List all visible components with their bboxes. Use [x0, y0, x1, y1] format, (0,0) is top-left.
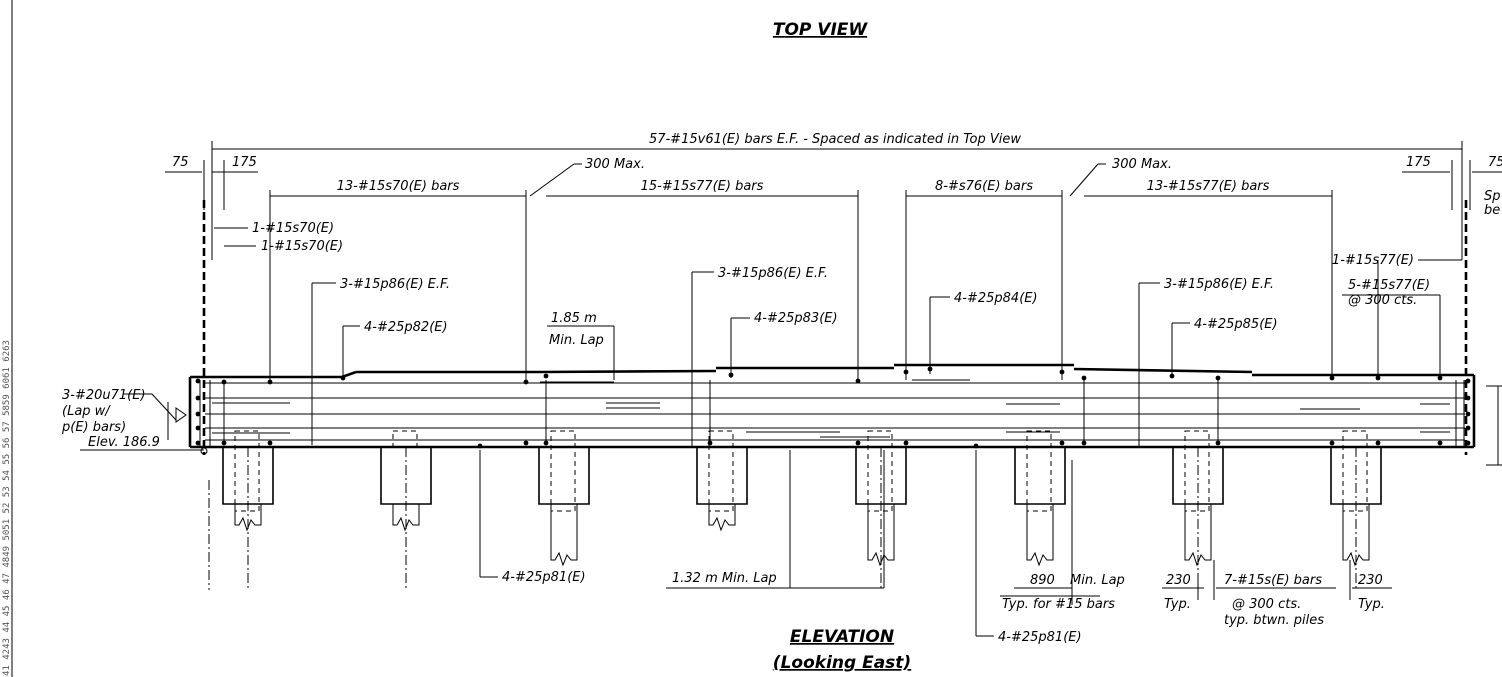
vertical-bar-callouts: [311, 271, 1190, 448]
dim-75-left: 75: [172, 155, 189, 170]
p86-label-b: 3-#15p86(E) E.F.: [718, 266, 828, 281]
p83-label: 4-#25p83(E): [754, 311, 838, 326]
s70-single-a: 1-#15s70(E): [252, 221, 334, 236]
cts-300-right: @ 300 cts.: [1348, 293, 1417, 308]
bottom-dimensions: [479, 450, 1392, 637]
pile: [1330, 430, 1382, 590]
u71-callout: [124, 200, 1502, 466]
pile: [208, 430, 274, 590]
cts-300-bottom: @ 300 cts.: [1232, 597, 1301, 612]
u71-label: 3-#20u71(E): [62, 388, 146, 403]
dim-230-right: 230: [1358, 573, 1383, 588]
rebar-dots: [195, 366, 1471, 449]
p81-label-a: 4-#25p81(E): [502, 570, 586, 585]
p81-label-b: 4-#25p81(E): [998, 630, 1082, 645]
s76-group-label: 8-#s76(E) bars: [935, 179, 1033, 194]
piles: [208, 430, 1382, 590]
u71-bars-label: p(E) bars): [61, 420, 126, 435]
stirrup-group-dimensions: [269, 163, 1441, 380]
elevation-marker: [200, 447, 208, 455]
right-note-sp: Sp: [1484, 189, 1501, 204]
max-300-right: 300 Max.: [1112, 157, 1172, 172]
p86-label-c: 3-#15p86(E) E.F.: [1164, 277, 1274, 292]
right-note-be: be: [1484, 203, 1500, 218]
u71-lap-label: (Lap w/: [62, 404, 111, 419]
top-view-title: TOP VIEW: [773, 20, 869, 40]
dim-175-right: 175: [1406, 155, 1431, 170]
max-300-left: 300 Max.: [585, 157, 645, 172]
s77-five: 5-#15s77(E): [1348, 278, 1430, 293]
dim-75-right: 75: [1488, 155, 1502, 170]
p86-label-a: 3-#15p86(E) E.F.: [340, 277, 450, 292]
dim-175-left: 175: [232, 155, 257, 170]
lap-890-typ: Typ. for #15 bars: [1002, 597, 1115, 612]
typ-right: Typ.: [1358, 597, 1385, 612]
pile: [696, 430, 748, 532]
lap-splice-bars: [212, 379, 1450, 438]
dim-230-left: 230: [1166, 573, 1191, 588]
pile: [1172, 430, 1224, 590]
pier-cap: [188, 363, 1476, 449]
lap-132-label: 1.32 m Min. Lap: [672, 571, 777, 586]
lap-185-sub: Min. Lap: [549, 333, 604, 348]
stirrup-lines: [223, 380, 1219, 445]
lap-890-value: 890: [1030, 573, 1055, 588]
lap-890-min: Min. Lap: [1070, 573, 1125, 588]
elevation-title: ELEVATION: [790, 627, 894, 647]
p85-label: 4-#25p85(E): [1194, 317, 1278, 332]
s77-group-label-a: 15-#15s77(E) bars: [641, 179, 764, 194]
margin-index-numbers: 41 4243 44 45 46 47 4849 5051 52 53 54 5…: [2, 340, 12, 676]
s70-single-b: 1-#15s70(E): [261, 239, 343, 254]
elevation-subtitle: (Looking East): [773, 653, 911, 673]
s77-group-label-b: 13-#15s77(E) bars: [1147, 179, 1270, 194]
pile: [855, 430, 907, 590]
pile: [380, 430, 432, 590]
pile: [538, 430, 590, 567]
p84-label: 4-#25p84(E): [954, 291, 1038, 306]
lap-185-label: 1.85 m: [551, 311, 597, 326]
s77-single: 1-#15s77(E): [1332, 253, 1414, 268]
s70-group-label: 13-#15s70(E) bars: [337, 179, 460, 194]
end-stirrup-leaders: [214, 227, 1462, 296]
elevation-label: Elev. 186.9: [88, 435, 160, 450]
end-dimensions: [165, 160, 1502, 210]
between-piles-label: typ. btwn. piles: [1224, 613, 1324, 628]
pile: [1014, 430, 1066, 567]
s-bars-label: 7-#15s(E) bars: [1224, 573, 1322, 588]
overall-bars-label: 57-#15v61(E) bars E.F. - Spaced as indic…: [649, 132, 1021, 147]
overall-dimension-line: [211, 141, 1463, 260]
p82-label: 4-#25p82(E): [364, 320, 448, 335]
typ-left: Typ.: [1164, 597, 1191, 612]
